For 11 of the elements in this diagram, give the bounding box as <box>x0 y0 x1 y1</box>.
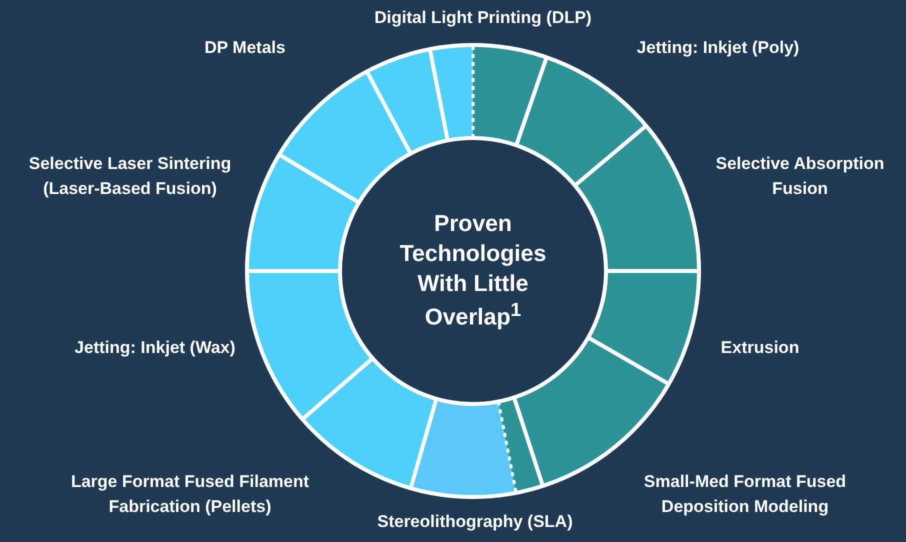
center-title: Proven Technologies With Little Overlap$^{1}$ <box>398 209 548 332</box>
technology-label: DP Metals <box>204 37 286 59</box>
technology-label: Large Format Fused Filament Fabrication (Pellets) <box>70 471 310 518</box>
technology-label: Digital Light Printing (DLP) <box>373 7 593 29</box>
technology-label: Stereolithography (SLA) <box>376 511 574 533</box>
technology-label: Small-Med Format Fused Deposition Modeling <box>642 471 848 518</box>
technology-label: Selective Laser Sintering (Laser-Based Fusion) <box>28 153 232 200</box>
technology-label: Extrusion <box>720 337 800 359</box>
technology-label: Jetting: Inkjet (Wax) <box>74 337 236 359</box>
technology-label: Jetting: Inkjet (Poly) <box>636 37 800 59</box>
technology-label: Selective Absorption Fusion <box>714 153 886 200</box>
